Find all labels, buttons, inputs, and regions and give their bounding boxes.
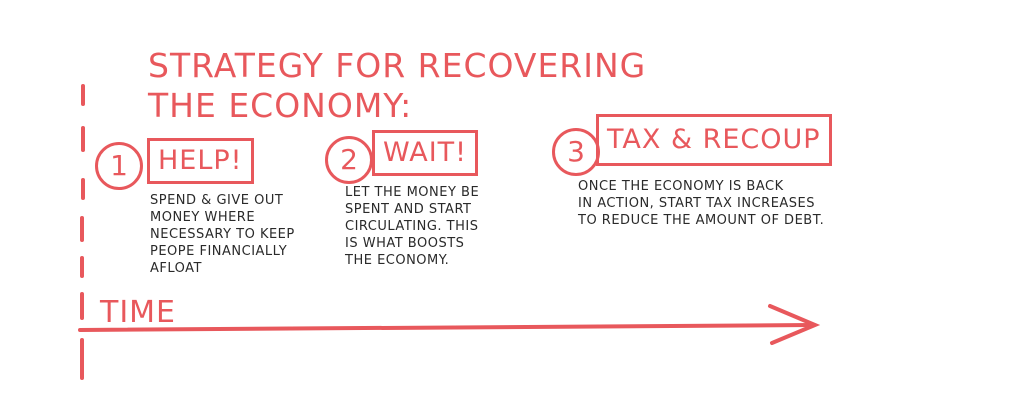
- step-1-description-line: afloat: [150, 261, 202, 276]
- step-1-number: 1: [95, 142, 143, 190]
- step-2-description: Let the money be spent and start circula…: [345, 184, 479, 269]
- step-3-description-line: to reduce the amount of debt.: [578, 213, 825, 228]
- time-arrow-shaft: [78, 323, 814, 332]
- step-1-description-line: Spend & give out: [150, 193, 284, 208]
- step-3-number: 3: [552, 128, 600, 176]
- step-3-description-line: in action, start tax increases: [578, 196, 816, 211]
- title-line-2: the economy:: [148, 86, 413, 125]
- step-2-description-line: the economy.: [345, 253, 450, 268]
- diagram-title: Strategy for recovering the economy:: [148, 46, 646, 126]
- step-2-number: 2: [325, 136, 373, 184]
- step-3-description-line: Once the economy is back: [578, 179, 784, 194]
- step-1-description: Spend & give out money where necessary t…: [150, 192, 295, 277]
- step-1-description-line: money where: [150, 210, 256, 225]
- step-2-description-line: circulating. This: [345, 219, 479, 234]
- step-2-label: Wait!: [372, 130, 478, 176]
- step-3-label: Tax & Recoup: [596, 114, 832, 166]
- step-2-description-line: Let the money be: [345, 185, 480, 200]
- time-axis-label: Time: [100, 295, 177, 330]
- step-2-description-line: is what boosts: [345, 236, 465, 251]
- step-1-label: Help!: [147, 138, 254, 184]
- time-arrow-head: [768, 304, 821, 345]
- step-2-description-line: spent and start: [345, 202, 472, 217]
- step-3-description: Once the economy is back in action, star…: [578, 178, 824, 229]
- title-line-1: Strategy for recovering: [148, 46, 647, 85]
- step-1-description-line: peope financially: [150, 244, 288, 259]
- step-1-description-line: necessary to keep: [150, 227, 295, 242]
